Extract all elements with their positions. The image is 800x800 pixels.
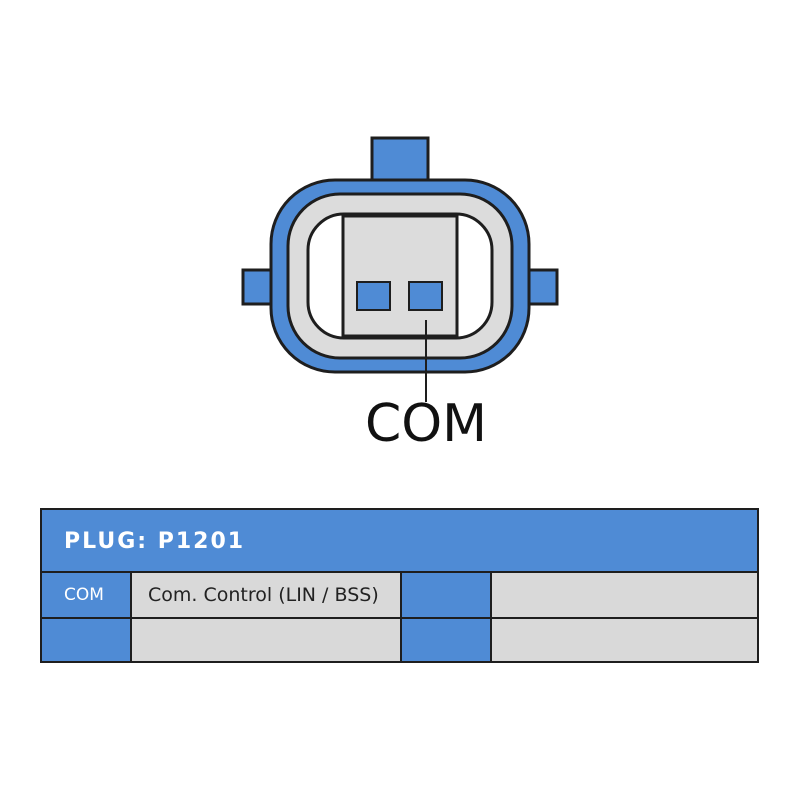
pin-cell-empty: [42, 617, 130, 661]
top-latch-tab: [370, 136, 430, 186]
pin-cell-empty: [400, 573, 490, 617]
plug-title: PLUG: P1201: [42, 510, 757, 573]
com-pin-label: COM: [364, 394, 488, 454]
terminal-com: [408, 281, 443, 311]
pin-cell-com: COM: [42, 573, 130, 617]
pin-description-empty: [490, 573, 757, 617]
pin-description-empty: [490, 617, 757, 661]
pin-description-empty: [130, 617, 400, 661]
terminal-insert: [341, 214, 459, 338]
pin-table: PLUG: P1201 COM Com. Control (LIN / BSS): [40, 508, 759, 663]
terminal-1: [356, 281, 391, 311]
pin-cell-empty: [400, 617, 490, 661]
pin-description-com: Com. Control (LIN / BSS): [130, 573, 400, 617]
